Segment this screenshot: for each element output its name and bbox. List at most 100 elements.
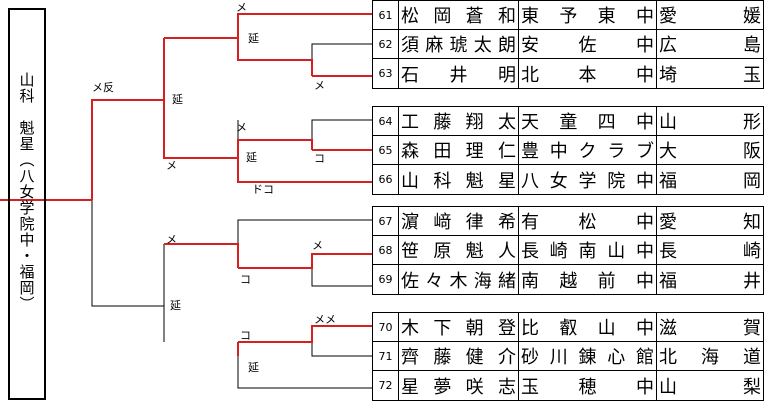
entry-name: 須麻琥太朗 [399,30,519,58]
entry-group: 70 木下朝登 比叡山中 滋賀 71 齊藤健介 砂川錬心館 北海道 72 星夢咲… [372,312,764,401]
entry-row: 66 山科魁星 八女学院中 福岡 [373,165,763,194]
winner-box: 山科 魁星（八女学院中・福岡） [8,8,46,400]
entry-school: 長崎南山中 [519,236,657,264]
entry-row: 62 須麻琥太朗 安佐中 広島 [373,30,763,59]
entry-prefecture: 山形 [659,112,761,133]
bracket-label: メ [236,121,247,134]
line [237,158,372,183]
bracket-label: コ [240,329,251,342]
entry-number: 72 [373,371,399,400]
entry-name: 齊藤健介 [399,342,519,370]
entry-name: 山科魁星 [399,165,519,194]
entry-school: 比叡山中 [519,313,657,341]
line [238,325,372,343]
entry-name: 星夢咲志 [399,371,519,400]
bracket-label: メ [312,239,323,252]
entry-group: 64 工藤翔太 天童四中 山形 65 森田理仁 豊中クラブ 大阪 66 山科魁星… [372,106,764,195]
bracket-label: 延 [248,361,259,374]
bracket-label: 延 [248,32,259,45]
entry-prefecture: 北海道 [659,347,761,368]
bracket-label: コ [240,273,251,286]
entry-school: 八女学院中 [519,165,657,194]
entry-name: 松岡蒼和 [399,1,519,29]
line [238,253,372,269]
line [164,243,239,268]
entry-prefecture: 大阪 [659,141,761,162]
entry-prefecture: 埼玉 [659,64,761,86]
line [311,256,372,287]
bracket-label: ドコ [252,183,274,196]
entry-name: 石井明 [399,59,519,88]
line [311,43,372,76]
entry-school: 安佐中 [519,30,657,58]
bracket-label: 延 [246,151,257,164]
bracket-label: 延 [172,93,183,106]
bracket-label: メメ [314,313,336,326]
bracket-lines-black [91,38,372,389]
line [237,13,372,38]
winner-text: 山科 魁星（八女学院中・福岡） [17,72,36,312]
entry-number: 68 [373,236,399,264]
line [237,38,313,76]
line [237,356,372,389]
entry-row: 68 笹原魁人 長崎南山中 長崎 [373,236,763,265]
line [91,200,164,307]
entry-row: 64 工藤翔太 天童四中 山形 [373,107,763,136]
entry-prefecture: 長崎 [659,241,761,262]
bracket-label: メ [236,1,247,14]
entry-number: 63 [373,59,399,88]
entry-row: 65 森田理仁 豊中クラブ 大阪 [373,136,763,165]
line [311,119,372,150]
entry-school: 北本中 [519,59,657,88]
entry-number: 64 [373,107,399,135]
line [163,100,238,159]
entry-group: 61 松岡蒼和 東予東中 愛媛 62 須麻琥太朗 安佐中 広島 63 石井明 北… [372,0,764,89]
entry-number: 67 [373,207,399,235]
entry-number: 62 [373,30,399,58]
line [91,99,164,200]
entry-row: 72 星夢咲志 玉穂中 山梨 [373,371,763,400]
entry-school: 砂川錬心館 [519,342,657,370]
bracket-label: コ [314,152,325,165]
bracket-label: メ [166,159,177,172]
entry-row: 69 佐々木海緒 南越前中 福井 [373,265,763,294]
entry-prefecture: 山梨 [659,376,761,398]
entry-name: 佐々木海緒 [399,265,519,294]
entry-school: 有松中 [519,207,657,235]
entry-school: 天童四中 [519,107,657,135]
line [237,219,372,268]
entry-number: 71 [373,342,399,370]
entry-prefecture: 福井 [659,270,761,292]
line [311,328,372,357]
bracket-label: メ反 [92,81,114,94]
entry-number: 66 [373,165,399,194]
entry-prefecture: 福岡 [659,170,761,192]
bracket-lines-red [0,13,372,356]
entry-name: 笹原魁人 [399,236,519,264]
entry-row: 70 木下朝登 比叡山中 滋賀 [373,313,763,342]
bracket-label: メ [166,233,177,246]
entry-prefecture: 滋賀 [659,318,761,339]
entry-row: 63 石井明 北本中 埼玉 [373,59,763,88]
entry-number: 61 [373,1,399,29]
entry-prefecture: 愛知 [659,212,761,233]
entry-name: 森田理仁 [399,136,519,164]
entry-school: 東予東中 [519,1,657,29]
bracket-label: 延 [170,299,181,312]
entry-number: 70 [373,313,399,341]
entry-prefecture: 愛媛 [659,6,761,27]
entry-school: 豊中クラブ [519,136,657,164]
entry-name: 工藤翔太 [399,107,519,135]
bracket-label: メ [314,79,325,92]
entry-number: 69 [373,265,399,294]
entry-prefecture: 広島 [659,35,761,56]
entry-row: 61 松岡蒼和 東予東中 愛媛 [373,1,763,30]
entry-number: 65 [373,136,399,164]
entry-name: 木下朝登 [399,313,519,341]
entry-school: 玉穂中 [519,371,657,400]
line [237,139,313,158]
